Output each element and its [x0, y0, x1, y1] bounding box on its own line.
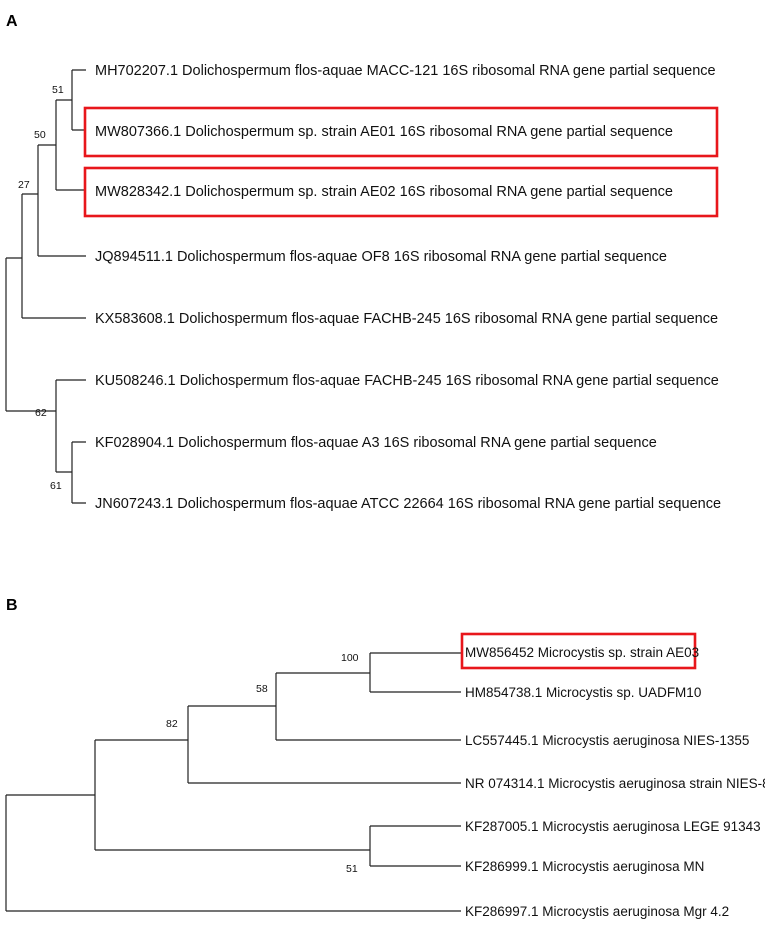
bootstrap-value: 58: [256, 683, 268, 695]
leaf-label: KF287005.1 Microcystis aeruginosa LEGE 9…: [465, 819, 761, 834]
panel-a-label: A: [6, 13, 18, 30]
bootstrap-value: 51: [52, 84, 64, 96]
bootstrap-value: 62: [35, 407, 47, 419]
leaf-label: KF286997.1 Microcystis aeruginosa Mgr 4.…: [465, 904, 729, 919]
bootstrap-value: 51: [346, 863, 358, 875]
panel-a: A 51 50 27 62 61 MH702207.1 Dolichosperm…: [5, 13, 721, 512]
panel-b-branches: [5, 652, 461, 912]
panel-b: B 100 58 82 51 MW856452 Microcystis sp. …: [5, 597, 765, 919]
leaf-label: KX583608.1 Dolichospermum flos-aquae FAC…: [95, 311, 718, 327]
leaf-label: JN607243.1 Dolichospermum flos-aquae ATC…: [95, 496, 721, 512]
leaf-label: MW856452 Microcystis sp. strain AE03: [465, 645, 699, 660]
leaf-label: KF028904.1 Dolichospermum flos-aquae A3 …: [95, 435, 657, 451]
leaf-label: MW828342.1 Dolichospermum sp. strain AE0…: [95, 184, 673, 200]
panel-b-label: B: [6, 597, 18, 614]
panel-a-branches: [5, 69, 86, 504]
highlight-box-ae03: [460, 632, 697, 670]
bootstrap-value: 27: [18, 179, 30, 191]
leaf-label: JQ894511.1 Dolichospermum flos-aquae OF8…: [95, 249, 667, 265]
bootstrap-value: 82: [166, 718, 178, 730]
leaf-label: LC557445.1 Microcystis aeruginosa NIES-1…: [465, 733, 749, 748]
leaf-label: MH702207.1 Dolichospermum flos-aquae MAC…: [95, 63, 716, 79]
leaf-label: KU508246.1 Dolichospermum flos-aquae FAC…: [95, 373, 719, 389]
highlight-box-ae01: [83, 106, 719, 158]
leaf-label: HM854738.1 Microcystis sp. UADFM10: [465, 685, 701, 700]
bootstrap-value: 50: [34, 129, 46, 141]
bootstrap-value: 100: [341, 652, 359, 664]
bootstrap-value: 61: [50, 480, 62, 492]
leaf-label: MW807366.1 Dolichospermum sp. strain AE0…: [95, 124, 673, 140]
leaf-label: KF286999.1 Microcystis aeruginosa MN: [465, 859, 704, 874]
highlight-box-ae02: [83, 166, 719, 218]
leaf-label: NR 074314.1 Microcystis aeruginosa strai…: [465, 776, 765, 791]
